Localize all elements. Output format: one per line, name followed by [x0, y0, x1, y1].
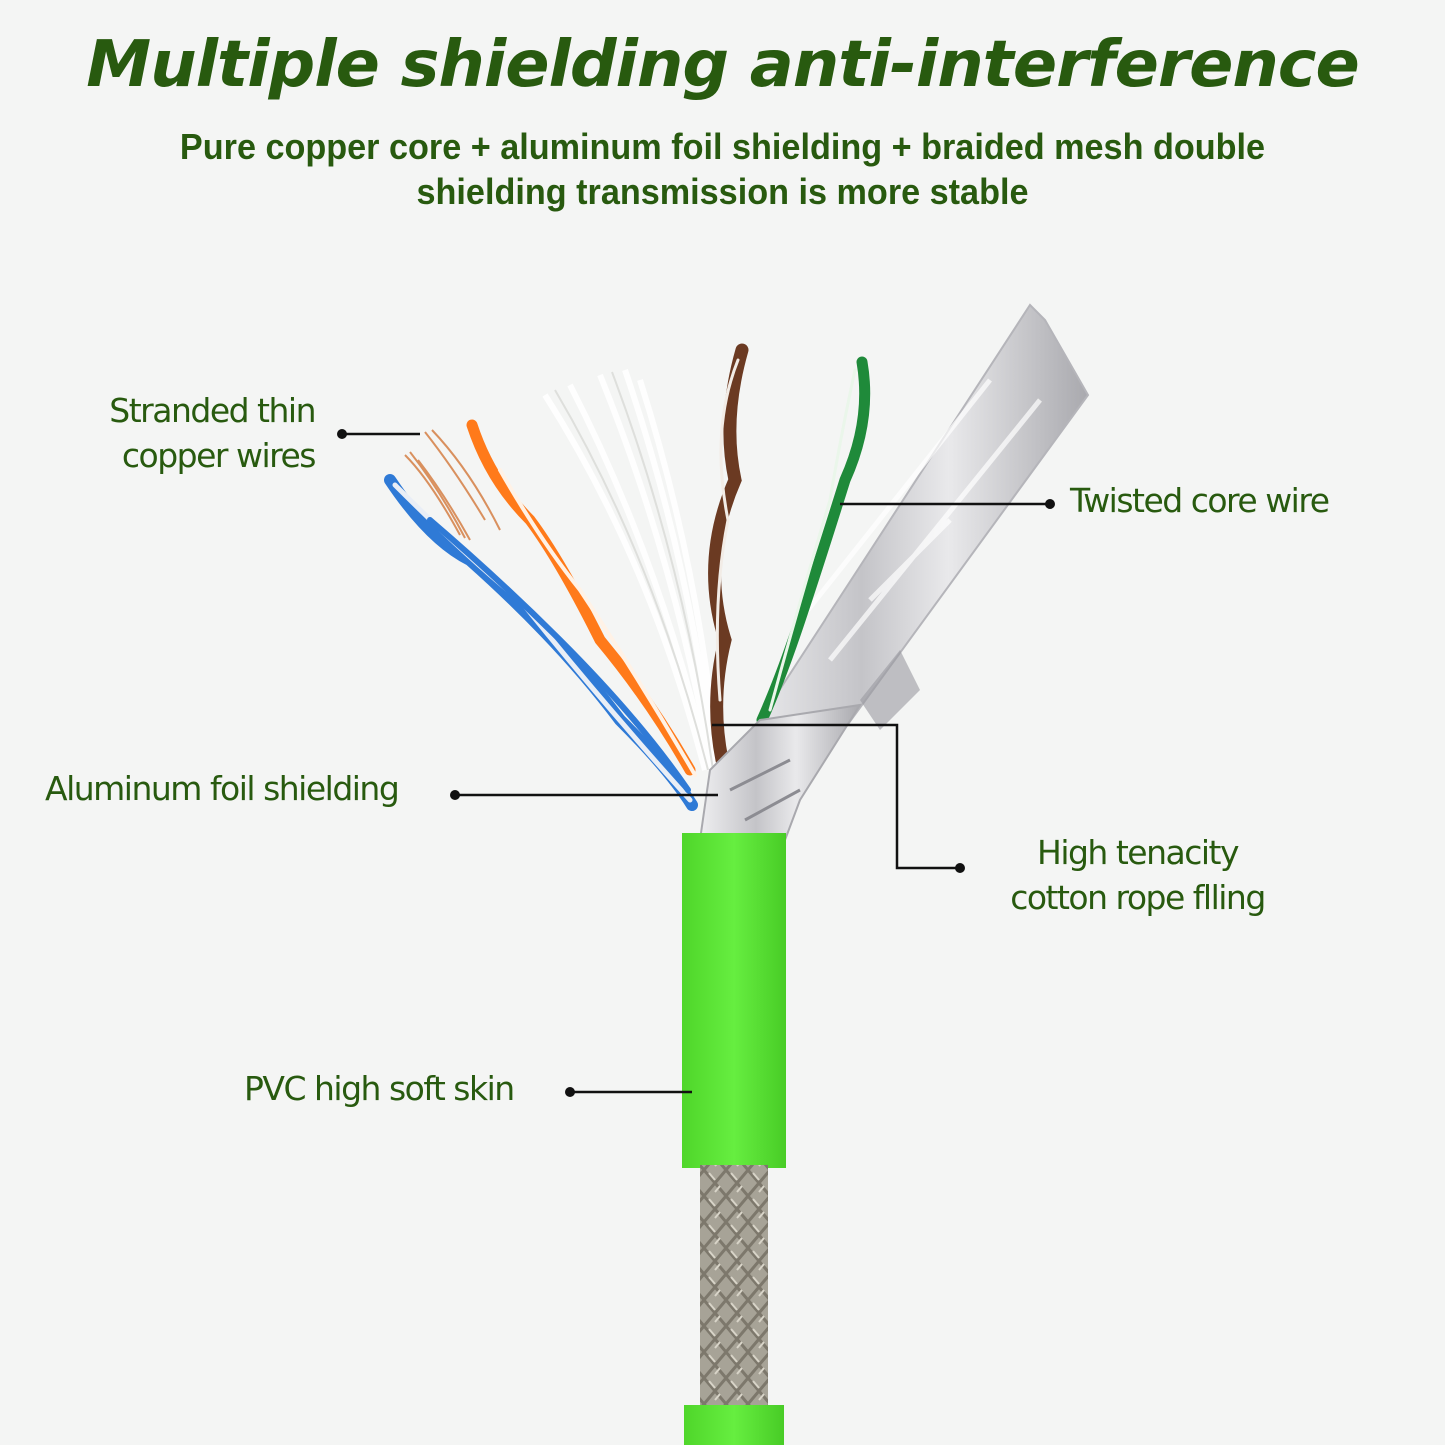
subtitle: Pure copper core + aluminum foil shieldi…	[131, 124, 1314, 214]
leader-dot-cotton	[955, 863, 965, 873]
callout-text: Aluminum foil shielding	[45, 769, 400, 808]
subtitle-line-1: Pure copper core + aluminum foil shieldi…	[179, 126, 1266, 167]
orange-wire-pair	[466, 419, 697, 777]
callout-aluminum-foil: Aluminum foil shielding	[45, 766, 400, 811]
leader-lines	[342, 432, 1050, 1094]
callout-stranded-copper: Stranded thin copper wires	[60, 388, 317, 478]
leader-dot-twisted	[1045, 499, 1055, 509]
subtitle-line-2: shielding transmission is more stable	[416, 171, 1029, 212]
braided-mesh-shield	[700, 1165, 768, 1410]
callout-text: High tenacity	[1037, 833, 1240, 872]
pvc-jacket-upper	[682, 833, 786, 1168]
callout-text: copper wires	[121, 436, 317, 475]
leader-dot-stranded	[337, 429, 347, 439]
callout-text: PVC high soft skin	[244, 1069, 515, 1108]
callout-text: Stranded thin	[109, 391, 316, 430]
callout-cotton-rope: High tenacity cotton rope flling	[985, 830, 1290, 920]
leader-dot-pvc	[565, 1087, 575, 1097]
green-wire-pair	[756, 356, 871, 726]
leader-dot-foil	[450, 790, 460, 800]
callout-text: cotton rope flling	[1010, 878, 1266, 917]
copper-strands	[404, 429, 501, 541]
callout-pvc-skin: PVC high soft skin	[244, 1066, 515, 1111]
pvc-jacket-lower	[684, 1405, 784, 1445]
brown-wire-pair	[708, 343, 749, 767]
callout-twisted-core: Twisted core wire	[1070, 478, 1330, 523]
callout-text: Twisted core wire	[1070, 481, 1330, 520]
blue-wire-pair	[384, 474, 698, 811]
cotton-rope-filler	[542, 369, 721, 771]
aluminum-foil-ribbon	[738, 303, 1090, 802]
page-title: Multiple shielding anti-interference	[86, 28, 1360, 102]
